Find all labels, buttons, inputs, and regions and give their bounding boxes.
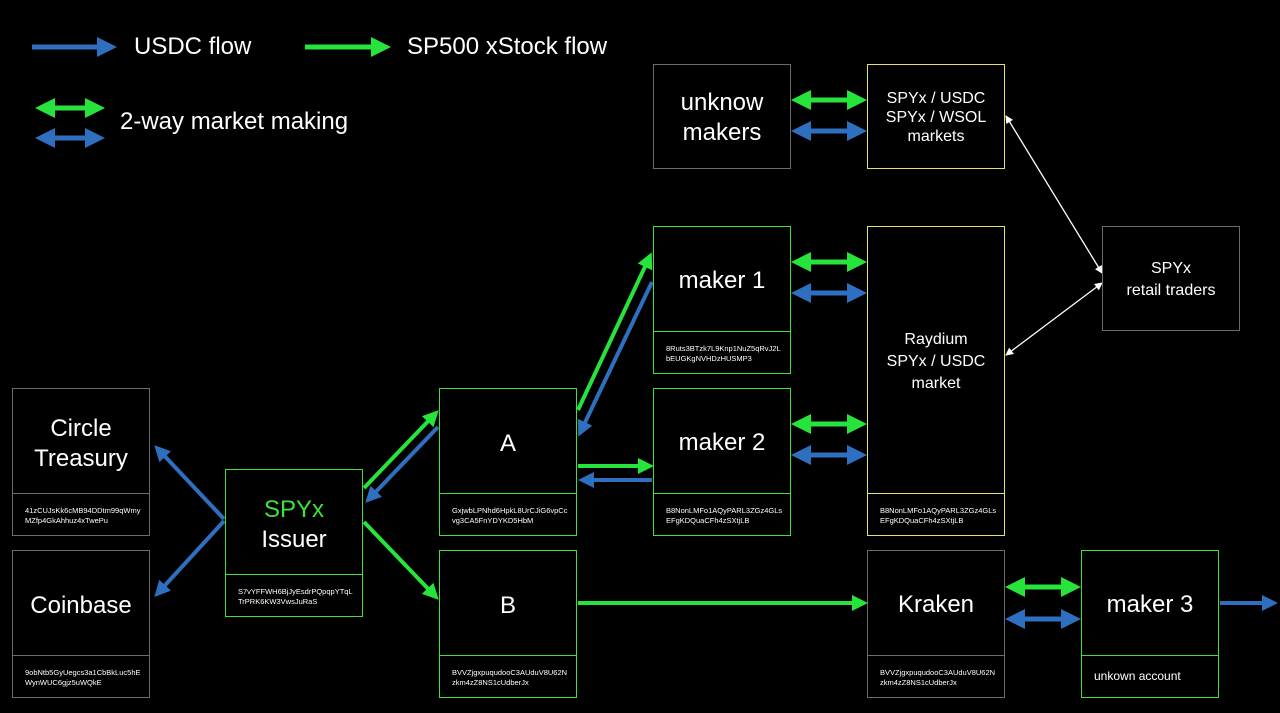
legend-mm-label: 2-way market making: [120, 108, 349, 135]
issuer-title-line1: SPYx: [263, 496, 325, 523]
maker3-title: maker 3: [1106, 591, 1194, 618]
markets-title: SPYx / USDC SPYx / WSOL markets: [868, 89, 1004, 146]
node-unknown-makers: unknow makers: [653, 64, 791, 169]
circle-title: Circle Treasury: [13, 414, 149, 474]
raydium-line1: Raydium: [904, 331, 968, 348]
markets-line3: markets: [907, 128, 965, 145]
unknown-makers-line1: unknow: [680, 89, 764, 116]
kraken-title: Kraken: [897, 591, 975, 618]
issuer-address: S7vYFFWH6BjJyEsdrPQpqpYTqL TrPRK6KW3VwsJ…: [238, 587, 353, 606]
raydium-line2: SPYx / USDC: [886, 353, 986, 370]
a-address: GxjwbLPNhd6HpkL8UrCJiG6vpCc vg3CA5FnYDYK…: [452, 506, 568, 525]
arrow-maker1-to-a: [577, 281, 654, 437]
arrow-a-to-issuer: [365, 425, 440, 503]
issuer-title: SPYx Issuer: [226, 495, 362, 555]
unknown-makers-title: unknow makers: [654, 88, 790, 148]
coinbase-address: 9obNtb5GyUegcs3a1CbBkLuc5hE WynWUC6gjz5u…: [25, 668, 141, 687]
node-a: A GxjwbLPNhd6HpkL8UrCJiG6vpCc vg3CA5FnYD…: [439, 388, 577, 536]
node-spyx-issuer: SPYx Issuer S7vYFFWH6BjJyEsdrPQpqpYTqL T…: [225, 469, 363, 617]
unknown-makers-line2: makers: [682, 119, 762, 146]
node-raydium-market: Raydium SPYx / USDC market B8NonLMFo1AQy…: [867, 226, 1005, 536]
arrow-issuer-to-b: [362, 520, 439, 600]
markets-line1: SPYx / USDC: [886, 90, 986, 107]
coinbase-title: Coinbase: [30, 592, 132, 619]
node-coinbase: Coinbase 9obNtb5GyUegcs3a1CbBkLuc5hE Wyn…: [12, 550, 150, 698]
retail-title: SPYx retail traders: [1103, 259, 1239, 300]
arrow-retail-markets: [1005, 115, 1103, 274]
circle-address: 41zCUJsKk6cMB94DDtm99qWmy MZfp4GkAhhuz4x…: [25, 506, 141, 525]
a-title: A: [499, 430, 516, 457]
maker3-subtitle: unkown account: [1094, 669, 1181, 683]
arrow-issuer-to-coinbase: [154, 519, 226, 597]
kraken-address: BVVZjgxpuqudooC3AUduV8U62N zkm4zZ8NS1cUd…: [880, 668, 996, 687]
node-maker3: maker 3 unkown account: [1081, 550, 1219, 698]
node-retail-traders: SPYx retail traders: [1102, 226, 1240, 331]
node-kraken: Kraken BVVZjgxpuqudooC3AUduV8U62N zkm4zZ…: [867, 550, 1005, 698]
node-b: B BVVZjgxpuqudooC3AUduV8U62N zkm4zZ8NS1c…: [439, 550, 577, 698]
maker2-address: B8NonLMFo1AQyPARL3ZGz4GLs EFgKDQuaCFh4zS…: [666, 506, 783, 525]
node-maker1: maker 1 8Ruts3BTzk7L9Knp1NuZ5qRvJ2L bEUG…: [653, 226, 791, 374]
arrow-a-to-maker1: [576, 252, 653, 411]
circle-title-line1: Circle: [50, 415, 112, 442]
issuer-title-line2: Issuer: [261, 526, 327, 553]
retail-line2: retail traders: [1126, 282, 1216, 299]
raydium-line3: market: [911, 375, 961, 392]
retail-line1: SPYx: [1150, 260, 1191, 277]
raydium-address: B8NonLMFo1AQyPARL3ZGz4GLs EFgKDQuaCFh4zS…: [880, 506, 997, 525]
raydium-title: Raydium SPYx / USDC market: [868, 330, 1004, 393]
legend-usdc-label: USDC flow: [134, 33, 252, 60]
arrow-retail-raydium: [1005, 282, 1103, 356]
maker1-title: maker 1: [678, 267, 766, 294]
node-circle-treasury: Circle Treasury 41zCUJsKk6cMB94DDtm99qWm…: [12, 388, 150, 536]
maker1-address: 8Ruts3BTzk7L9Knp1NuZ5qRvJ2L bEUGKgNVHDzH…: [666, 344, 781, 363]
maker2-title: maker 2: [678, 429, 766, 456]
legend-xstock-label: SP500 xStock flow: [407, 33, 608, 60]
node-spyx-markets: SPYx / USDC SPYx / WSOL markets: [867, 64, 1005, 169]
b-title: B: [499, 592, 516, 619]
b-address: BVVZjgxpuqudooC3AUduV8U62N zkm4zZ8NS1cUd…: [452, 668, 568, 687]
node-maker2: maker 2 B8NonLMFo1AQyPARL3ZGz4GLs EFgKDQ…: [653, 388, 791, 536]
arrow-issuer-to-a: [362, 410, 439, 490]
circle-title-line2: Treasury: [34, 445, 128, 472]
markets-line2: SPYx / WSOL: [885, 109, 987, 126]
arrow-issuer-to-circle: [154, 445, 226, 521]
